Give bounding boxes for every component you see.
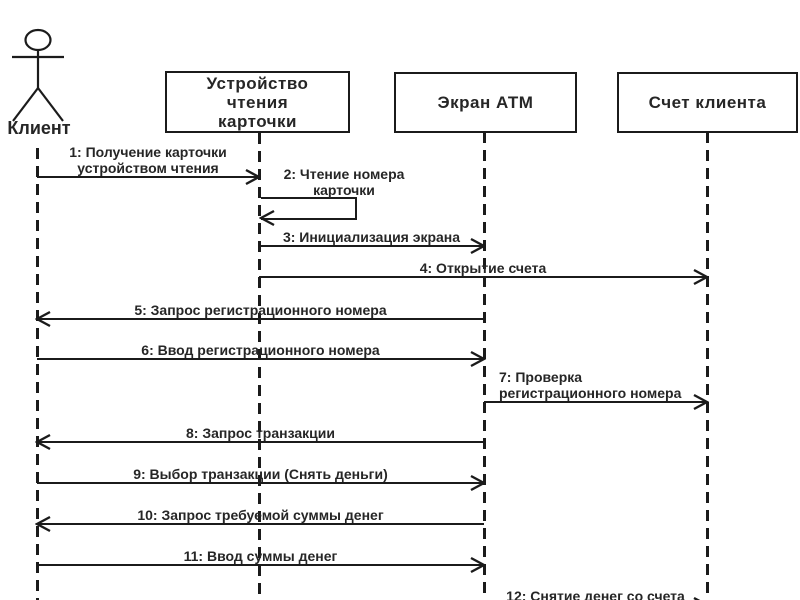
label-line: 9: Выбор транзакции (Снять деньги) bbox=[133, 466, 388, 482]
label-line: 5: Запрос регистрационного номера bbox=[134, 302, 387, 318]
label-line: 1: Получение карточки bbox=[69, 144, 227, 160]
message-1-line bbox=[37, 176, 259, 178]
message-8: 8: Запрос транзакции bbox=[35, 425, 484, 451]
label-line: 7: Проверка bbox=[499, 369, 583, 385]
label-line: регистрационного номера bbox=[499, 385, 682, 401]
message-10-label: 10: Запрос требуемой суммы денег bbox=[37, 507, 484, 523]
message-5-line bbox=[37, 318, 484, 320]
arrowhead-right-icon bbox=[470, 556, 486, 574]
arrowhead-left-icon bbox=[35, 515, 51, 533]
arrowhead-right-icon bbox=[693, 596, 701, 600]
message-9-label: 9: Выбор транзакции (Снять деньги) bbox=[37, 466, 484, 482]
arrowhead-right-icon bbox=[470, 474, 486, 492]
arrowhead-right-icon bbox=[470, 237, 486, 255]
label-line: 10: Запрос требуемой суммы денег bbox=[137, 507, 384, 523]
message-3-label: 3: Инициализация экрана bbox=[259, 229, 484, 245]
object-box-account: Счет клиента bbox=[617, 72, 798, 133]
object-box-atm-screen: Экран АТМ bbox=[394, 72, 577, 133]
lifeline-client bbox=[36, 148, 39, 600]
lifeline-card-reader bbox=[258, 133, 261, 600]
message-12-label: 12: Снятие денег со счета bbox=[484, 588, 707, 600]
message-6: 6: Ввод регистрационного номера bbox=[37, 342, 486, 368]
label-line: 4: Открытие счета bbox=[419, 260, 547, 276]
label-line: чтения bbox=[226, 92, 289, 112]
label-line: 2: Чтение номера bbox=[283, 166, 405, 182]
arrowhead-right-icon bbox=[470, 350, 486, 368]
message-11: 11: Ввод суммы денег bbox=[37, 548, 486, 574]
arrowhead-left-icon bbox=[259, 209, 275, 227]
message-3: 3: Инициализация экрана bbox=[259, 229, 486, 255]
message-5-label: 5: Запрос регистрационного номера bbox=[37, 302, 484, 318]
message-9: 9: Выбор транзакции (Снять деньги) bbox=[37, 466, 486, 492]
label-line: 6: Ввод регистрационного номера bbox=[141, 342, 380, 358]
message-3-line bbox=[259, 245, 484, 247]
lifeline-atm-screen bbox=[483, 132, 486, 600]
label-line: устройством чтения bbox=[77, 160, 219, 176]
label-line: 11: Ввод суммы денег bbox=[183, 548, 338, 564]
message-11-line bbox=[37, 564, 484, 566]
message-4: 4: Открытие счета bbox=[259, 260, 709, 286]
message-5: 5: Запрос регистрационного номера bbox=[35, 302, 484, 328]
label-line: 12: Снятие денег со счета bbox=[506, 588, 685, 600]
message-6-label: 6: Ввод регистрационного номера bbox=[37, 342, 484, 358]
label-line: карточки bbox=[313, 182, 375, 198]
label-line: 3: Инициализация экрана bbox=[282, 229, 461, 245]
message-10: 10: Запрос требуемой суммы денег bbox=[35, 507, 484, 533]
arrowhead-right-icon bbox=[245, 168, 261, 186]
message-8-line bbox=[37, 441, 484, 443]
actor-icon bbox=[12, 28, 64, 122]
message-10-line bbox=[37, 523, 484, 525]
message-11-label: 11: Ввод суммы денег bbox=[37, 548, 484, 564]
message-8-label: 8: Запрос транзакции bbox=[37, 425, 484, 441]
label-line: Счет клиента bbox=[648, 93, 767, 112]
label-line: Устройство bbox=[206, 73, 309, 93]
message-6-line bbox=[37, 358, 484, 360]
label-line: карточки bbox=[217, 111, 297, 131]
arrowhead-right-icon bbox=[693, 268, 709, 286]
message-7-line bbox=[484, 401, 707, 403]
message-4-label: 4: Открытие счета bbox=[259, 260, 707, 276]
arrowhead-left-icon bbox=[35, 310, 51, 328]
message-9-line bbox=[37, 482, 484, 484]
arrowhead-right-icon bbox=[693, 393, 709, 411]
arrowhead-left-icon bbox=[35, 433, 51, 451]
actor-label: Клиент bbox=[7, 118, 71, 138]
label-line: Экран АТМ bbox=[437, 93, 534, 112]
lifeline-account bbox=[706, 132, 709, 600]
message-4-line bbox=[259, 276, 707, 278]
label-line: 8: Запрос транзакции bbox=[186, 425, 335, 441]
